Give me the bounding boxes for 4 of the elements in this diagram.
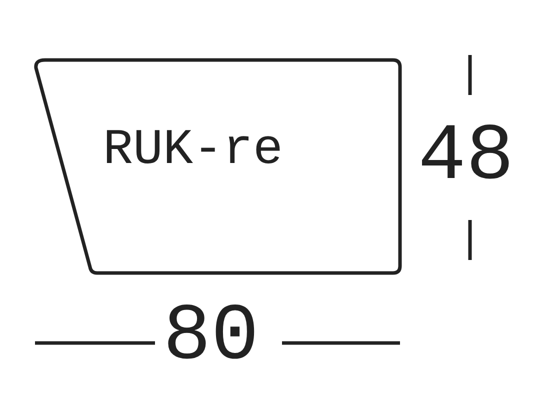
dimension-value: 80 — [163, 298, 260, 378]
dimension-value: 48 — [418, 118, 514, 198]
part-name: RUK-re — [103, 126, 284, 176]
trapezoid-shape — [33, 56, 404, 277]
